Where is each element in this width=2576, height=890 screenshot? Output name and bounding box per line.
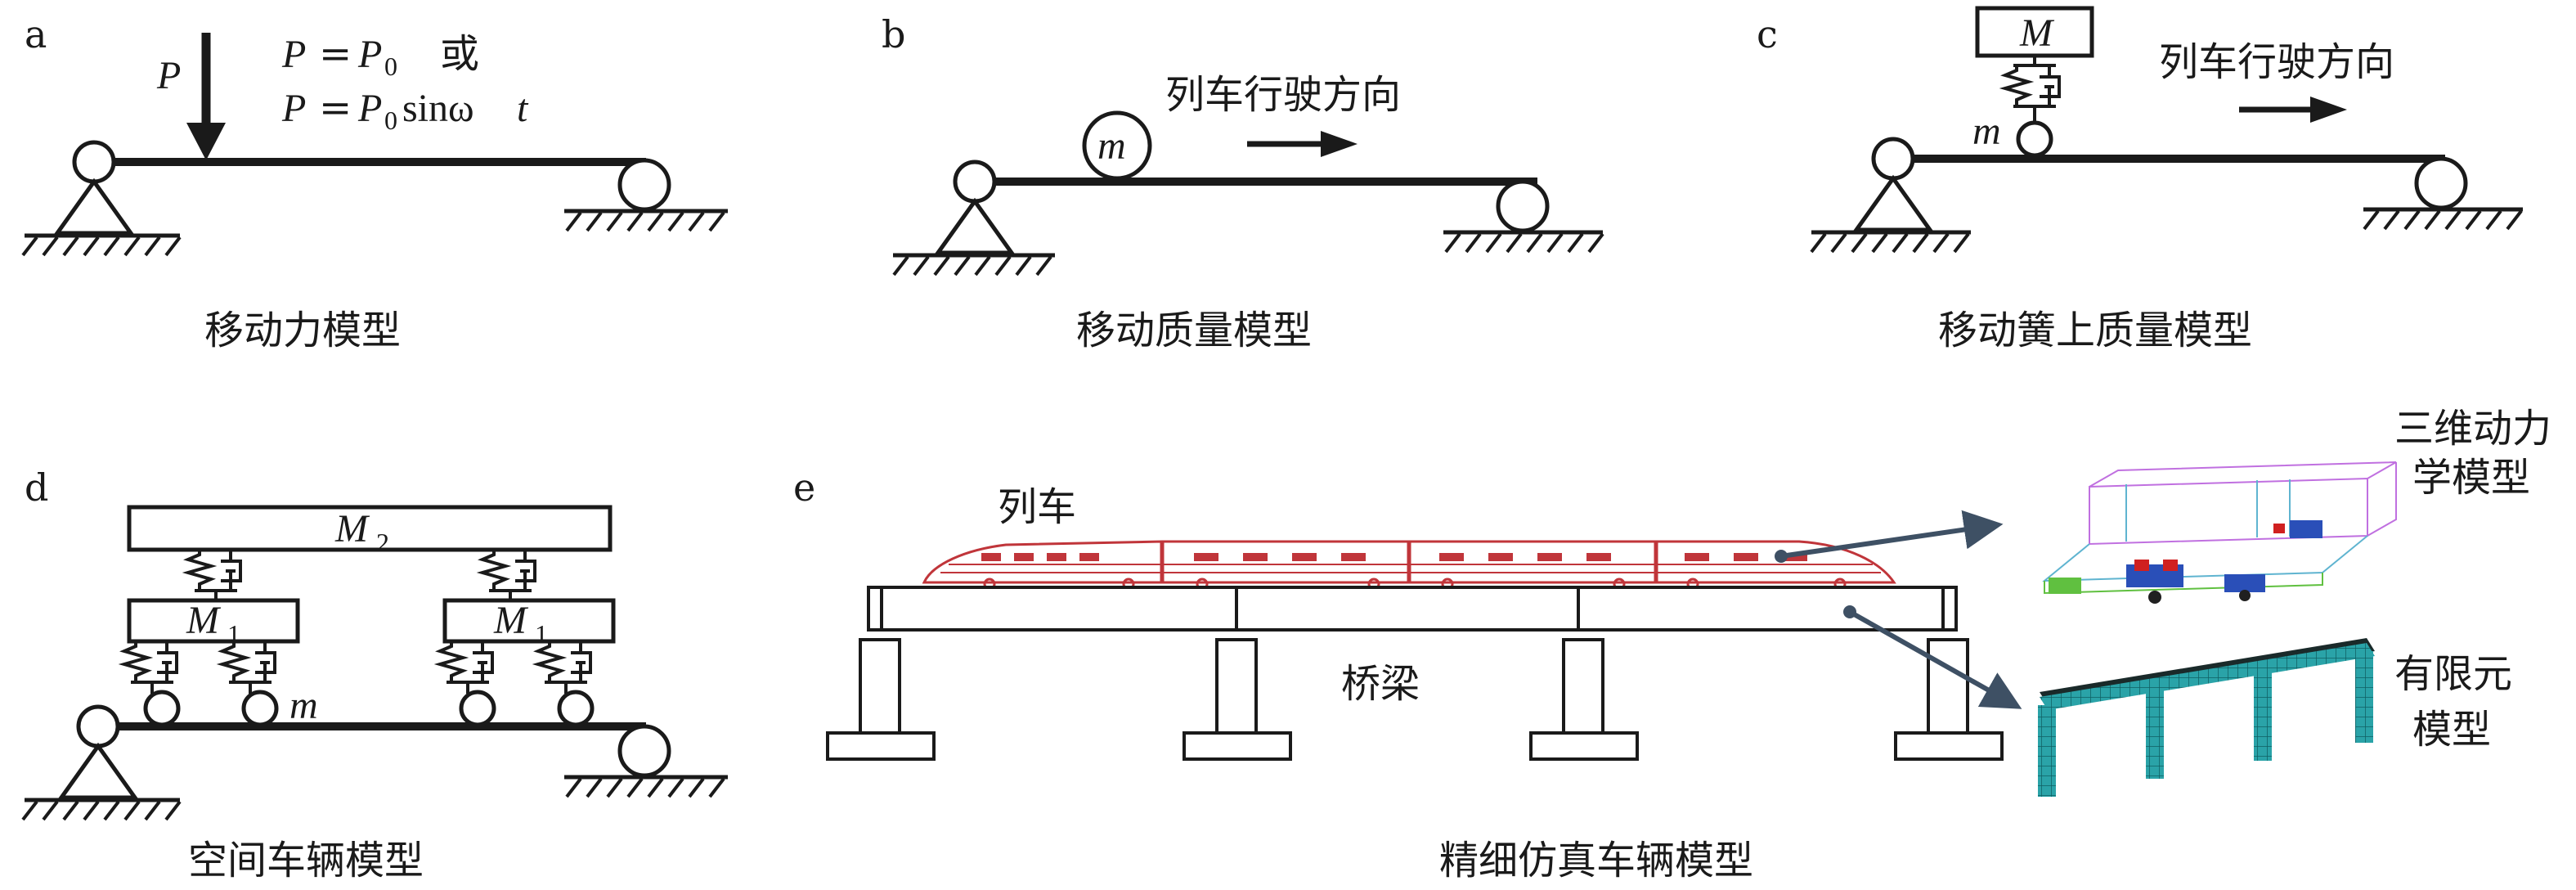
- train-model-label-line2: 学模型: [2412, 455, 2530, 501]
- svg-text:1: 1: [535, 619, 548, 649]
- svg-text:或: 或: [440, 31, 479, 77]
- panel-e: e 列车: [793, 406, 2551, 883]
- panel-d: d M 2: [21, 465, 728, 883]
- pin-support-b: [892, 160, 1055, 276]
- mass-symbol-b: m: [1097, 124, 1126, 168]
- fe-model-label-line2: 模型: [2412, 707, 2491, 753]
- svg-text:0: 0: [384, 52, 397, 81]
- pin-support-d: [21, 704, 182, 821]
- direction-arrow-c: [2239, 97, 2347, 123]
- bogie-left-box: [127, 598, 300, 644]
- caption-c: 移动簧上质量模型: [1938, 308, 2252, 353]
- load-equation-2: P = P 0 sinω t: [281, 85, 529, 135]
- fe-model-label-line1: 有限元: [2394, 651, 2512, 697]
- svg-text:P: P: [357, 87, 382, 130]
- panel-e-letter: e: [793, 465, 815, 510]
- roller-support-b: [1443, 179, 1604, 254]
- suspension-c: [1999, 56, 2061, 123]
- panel-b-letter: b: [882, 12, 905, 56]
- car-body-sub: 2: [376, 528, 389, 557]
- caption-b: 移动质量模型: [1076, 308, 1312, 353]
- load-equation-1: P = P 0 或: [281, 31, 479, 81]
- caption-a: 移动力模型: [204, 308, 401, 353]
- leader-arrow-train: [1775, 510, 2004, 563]
- roller-support-d: [564, 724, 728, 798]
- roller-support-c: [2363, 156, 2523, 231]
- car-body-box: [127, 505, 613, 552]
- force-symbol: P: [156, 54, 181, 97]
- unsprung-mass-symbol: m: [1972, 110, 2001, 153]
- panel-a: a: [21, 12, 728, 353]
- bridge-label: 桥梁: [1341, 661, 1420, 707]
- train-label: 列车: [998, 484, 1076, 530]
- svg-text:0: 0: [384, 106, 397, 135]
- panel-b: b m 列车行驶方向: [882, 12, 1604, 353]
- caption-d: 空间车辆模型: [188, 838, 424, 883]
- svg-text:sinω: sinω: [402, 87, 474, 130]
- bogie-right-symbol: M: [493, 599, 529, 642]
- svg-text:=: =: [319, 85, 352, 131]
- train-3d-model: [2042, 461, 2397, 604]
- car-body-symbol: M: [334, 507, 370, 551]
- svg-text:t: t: [517, 87, 529, 130]
- secondary-suspension-left: [182, 548, 242, 600]
- svg-text:P: P: [281, 87, 306, 130]
- moving-mass-b: [1082, 110, 1152, 181]
- svg-text:P: P: [357, 33, 382, 76]
- roller-support-a: [564, 158, 728, 232]
- unsprung-mass-wheel-c: [2016, 120, 2053, 158]
- panel-c-letter: c: [1757, 12, 1778, 56]
- pin-support-a: [21, 140, 182, 257]
- leader-arrow-bridge: [1843, 605, 2022, 709]
- direction-label-b: 列车行驶方向: [1165, 72, 1401, 118]
- svg-text:P: P: [281, 33, 306, 76]
- primary-suspensions: [118, 640, 592, 694]
- sprung-mass-symbol: M: [2019, 11, 2055, 55]
- panel-c: c M: [1757, 6, 2523, 353]
- panel-d-letter: d: [25, 465, 48, 510]
- bogie-left-symbol: M: [186, 599, 222, 642]
- force-arrow: [186, 33, 226, 160]
- train-drawing: [922, 540, 1896, 591]
- train-model-label-line1: 三维动力: [2394, 406, 2551, 452]
- pin-support-c: [1810, 137, 1971, 254]
- panel-a-letter: a: [25, 12, 47, 56]
- fe-bridge-model: [2038, 638, 2375, 797]
- wheels-d: [143, 690, 595, 727]
- bridge-girder: [867, 586, 1958, 632]
- wheel-symbol-d: m: [289, 684, 318, 727]
- direction-label-c: 列车行驶方向: [2159, 39, 2394, 85]
- caption-e: 精细仿真车辆模型: [1439, 838, 1753, 883]
- bridge-piers: [826, 638, 2004, 761]
- svg-text:=: =: [319, 31, 352, 77]
- secondary-suspension-right: [476, 548, 536, 600]
- sprung-mass-box: [1975, 6, 2094, 58]
- bogie-right-box: [442, 598, 616, 644]
- direction-arrow-b: [1247, 131, 1358, 157]
